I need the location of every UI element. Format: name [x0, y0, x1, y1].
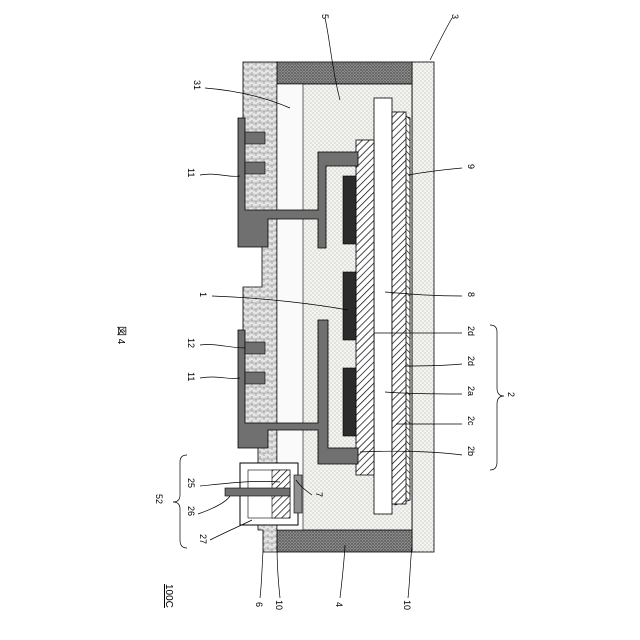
brace-52 — [173, 455, 187, 548]
case-right-wall — [412, 62, 434, 552]
leader-10b — [408, 545, 412, 598]
label-2d-a: 2d — [466, 326, 476, 336]
label-10a: 10 — [274, 600, 284, 610]
label-8: 8 — [466, 292, 476, 297]
label-7: 7 — [314, 492, 324, 497]
label-4: 4 — [334, 602, 344, 607]
label-6: 6 — [254, 602, 264, 607]
leader-27 — [210, 520, 252, 540]
label-31: 31 — [192, 80, 202, 90]
brace-2 — [490, 325, 504, 470]
leader-11a — [200, 174, 240, 176]
figure-title: 図 4 — [115, 326, 127, 345]
terminal-block-4 — [245, 372, 265, 384]
leader-4 — [340, 545, 345, 598]
label-27: 27 — [198, 534, 208, 544]
label-9: 9 — [466, 164, 476, 169]
label-10b: 10 — [402, 600, 412, 610]
chip-2 — [343, 272, 356, 340]
label-25: 25 — [186, 478, 196, 488]
terminal-block-3 — [245, 342, 265, 354]
leader-26 — [198, 496, 230, 514]
terminal-block-2 — [245, 162, 265, 174]
frame-top — [277, 62, 412, 84]
label-3: 3 — [450, 14, 460, 19]
connector-clip — [294, 475, 302, 513]
label-26: 26 — [186, 506, 196, 516]
connector-pin — [225, 488, 290, 496]
chip-1 — [343, 176, 356, 244]
device-label: 100C — [163, 584, 174, 608]
label-2a: 2a — [466, 386, 476, 396]
label-5: 5 — [320, 14, 330, 19]
label-2d-b: 2d — [466, 356, 476, 366]
chip-3 — [343, 368, 356, 436]
leader-6 — [260, 552, 263, 598]
leader-3 — [430, 18, 452, 60]
label-2c: 2c — [466, 416, 476, 426]
label-11b: 11 — [186, 372, 196, 381]
label-52: 52 — [154, 494, 164, 504]
label-12: 12 — [186, 338, 196, 348]
leader-10a — [277, 545, 280, 598]
copper-layer-back — [392, 112, 406, 504]
label-1: 1 — [198, 292, 208, 297]
terminal-block-1 — [245, 132, 265, 144]
copper-layer — [356, 140, 374, 475]
label-2b: 2b — [466, 446, 476, 456]
label-2: 2 — [506, 392, 516, 397]
leader-11b — [200, 377, 240, 378]
label-11a: 11 — [186, 168, 196, 177]
